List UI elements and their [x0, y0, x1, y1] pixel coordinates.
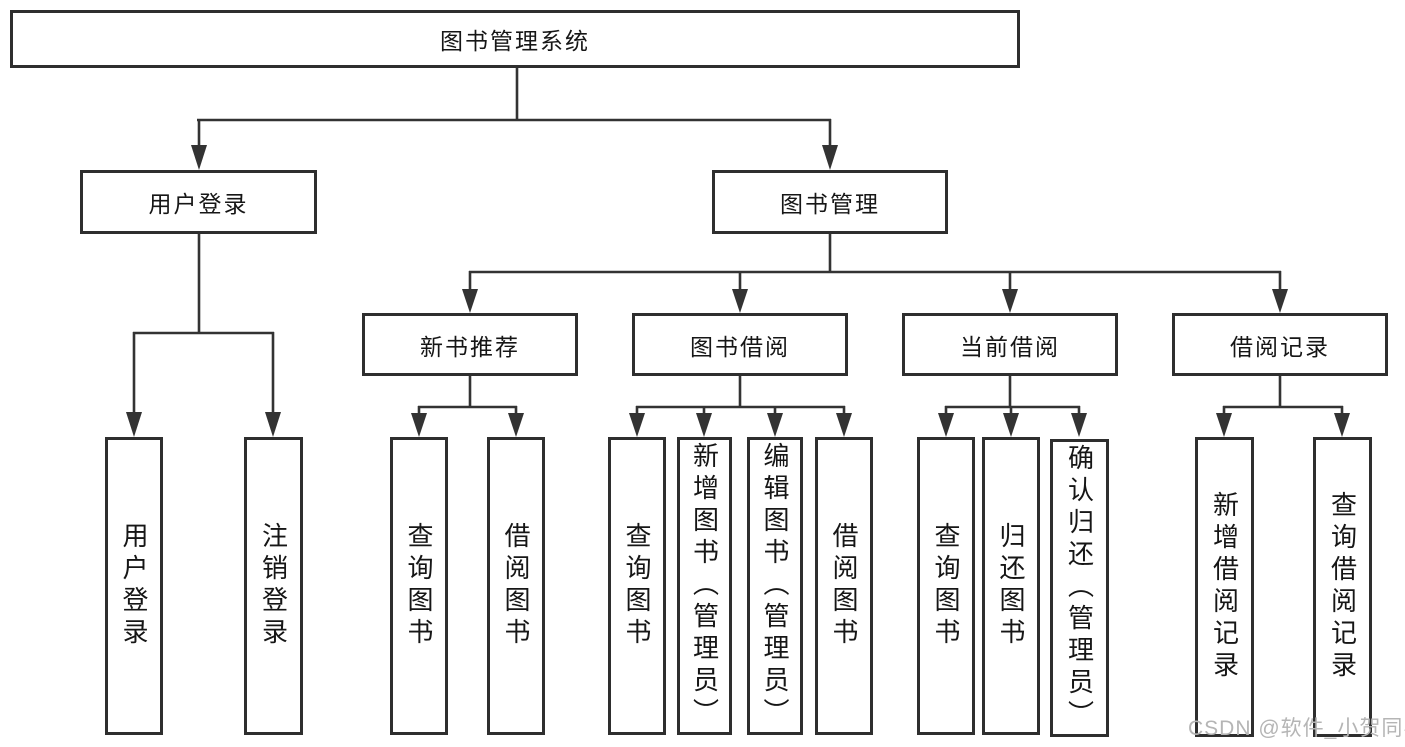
node-book-management: 图书管理 — [712, 170, 948, 234]
leaf-add-book-admin: 新增图书（管理员） — [677, 437, 732, 735]
csdn-watermark: CSDN @软件_小贺同学 — [1188, 717, 1405, 740]
leaf-query-books-borrow: 查询图书 — [608, 437, 666, 735]
leaf-return-book: 归还图书 — [982, 437, 1040, 735]
arrowhead-group — [126, 145, 1350, 437]
node-new-book-recommend: 新书推荐 — [362, 313, 578, 376]
leaf-borrow-books: 借阅图书 — [815, 437, 873, 735]
node-current-borrow: 当前借阅 — [902, 313, 1118, 376]
node-root-system: 图书管理系统 — [10, 10, 1020, 68]
leaf-query-books-current: 查询图书 — [917, 437, 975, 735]
leaf-user-login: 用户登录 — [105, 437, 163, 735]
node-book-borrow: 图书借阅 — [632, 313, 848, 376]
leaf-edit-book-admin: 编辑图书（管理员） — [747, 437, 803, 735]
leaf-logout: 注销登录 — [244, 437, 303, 735]
leaf-query-books-rec: 查询图书 — [390, 437, 448, 735]
leaf-borrow-books-rec: 借阅图书 — [487, 437, 545, 735]
leaf-query-borrow-record: 查询借阅记录 — [1313, 437, 1372, 737]
node-borrow-records: 借阅记录 — [1172, 313, 1388, 376]
leaf-add-borrow-record: 新增借阅记录 — [1195, 437, 1254, 737]
node-user-login: 用户登录 — [80, 170, 317, 234]
leaf-confirm-return-admin: 确认归还（管理员） — [1050, 439, 1109, 737]
